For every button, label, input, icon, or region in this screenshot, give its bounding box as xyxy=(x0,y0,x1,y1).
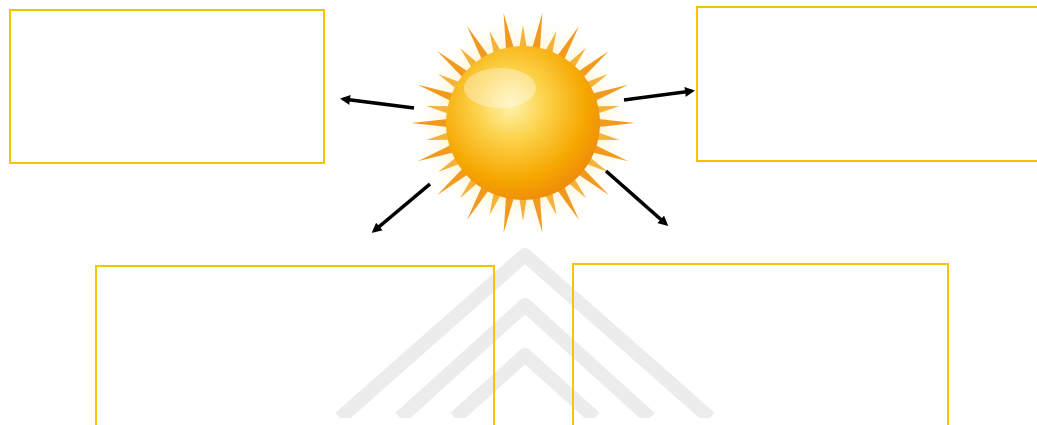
arrow-to-top-left xyxy=(343,99,414,108)
arrow-to-bottom-right xyxy=(606,171,666,224)
arrow-to-top-right xyxy=(624,91,692,100)
arrow-to-bottom-left xyxy=(374,184,430,231)
